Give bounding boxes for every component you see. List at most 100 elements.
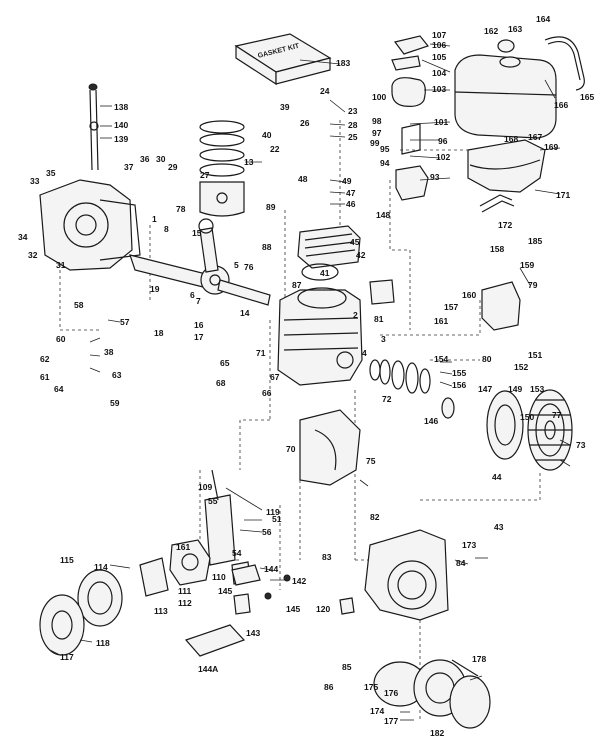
carburetor: [169, 539, 211, 586]
callout-70: 70: [286, 444, 296, 454]
callout-65: 65: [220, 358, 230, 368]
callout-2: 2: [353, 310, 358, 320]
callout-55: 55: [208, 496, 218, 506]
callout-59: 59: [110, 398, 120, 408]
callout-177: 177: [384, 716, 398, 726]
blower-housing-top: [467, 139, 546, 193]
callout-45: 45: [350, 237, 360, 247]
callout-110: 110: [212, 572, 226, 582]
air-shroud: [299, 409, 361, 486]
callout-114: 114: [94, 562, 108, 572]
callout-8: 8: [164, 224, 169, 234]
callout-155: 155: [452, 368, 466, 378]
callout-138: 138: [114, 102, 128, 112]
piston: [199, 181, 245, 217]
throttle-bracket: [231, 564, 261, 586]
callout-104: 104: [432, 68, 446, 78]
callout-101: 101: [434, 117, 448, 127]
callout-83: 83: [322, 552, 332, 562]
callout-24: 24: [320, 86, 330, 96]
callout-67: 67: [270, 372, 280, 382]
callout-140: 140: [114, 120, 128, 130]
callout-22: 22: [270, 144, 280, 154]
callout-28: 28: [348, 120, 358, 130]
callout-163: 163: [508, 24, 522, 34]
callout-162: 162: [484, 26, 498, 36]
callout-165: 165: [580, 92, 594, 102]
crankcase-cover: [39, 179, 141, 271]
callout-6: 6: [190, 290, 195, 300]
callout-98: 98: [372, 116, 382, 126]
callout-57: 57: [120, 317, 130, 327]
callout-60: 60: [56, 334, 66, 344]
fuel-tank: [454, 39, 557, 139]
callout-4: 4: [362, 348, 367, 358]
callout-33: 33: [30, 176, 40, 186]
ignition-coil: [481, 281, 521, 331]
callout-139: 139: [114, 134, 128, 144]
recoil-starter: [373, 659, 491, 729]
callout-29: 29: [168, 162, 178, 172]
callout-35: 35: [46, 168, 56, 178]
callout-42: 42: [356, 250, 366, 260]
callout-77: 77: [552, 410, 562, 420]
callout-56: 56: [262, 527, 272, 537]
callout-94: 94: [380, 158, 390, 168]
callout-96: 96: [438, 136, 448, 146]
connecting-rod: [199, 227, 219, 273]
callout-154: 154: [434, 354, 448, 364]
cylinder-head: [297, 225, 361, 269]
callout-145b: 145: [286, 604, 300, 614]
callout-61: 61: [40, 372, 50, 382]
callout-17: 17: [194, 332, 204, 342]
callout-150: 150: [520, 412, 534, 422]
callout-153: 153: [530, 384, 544, 394]
fuel-line: [479, 194, 513, 207]
callout-100: 100: [372, 92, 386, 102]
washer: [441, 397, 455, 419]
instruction-card: [184, 624, 246, 657]
tank-strap: [544, 36, 585, 91]
callout-58: 58: [74, 300, 84, 310]
callout-178: 178: [472, 654, 486, 664]
callout-26: 26: [300, 118, 310, 128]
callout-156: 156: [452, 380, 466, 390]
callout-51: 51: [272, 514, 282, 524]
callout-105: 105: [432, 52, 446, 62]
callout-63: 63: [112, 370, 122, 380]
callout-36: 36: [140, 154, 150, 164]
callout-161b: 161: [176, 542, 190, 552]
callout-161: 161: [434, 316, 448, 326]
callout-76: 76: [244, 262, 254, 272]
callout-106: 106: [432, 40, 446, 50]
callout-7: 7: [196, 296, 201, 306]
callout-71: 71: [256, 348, 266, 358]
gasket-kit-box: GASKET KIT: [234, 33, 332, 86]
magneto-ring: [486, 390, 524, 460]
callout-182: 182: [430, 728, 444, 738]
cover-plate: [369, 279, 395, 305]
callout-144: 144: [264, 564, 278, 574]
callout-labels: 1 2 3 4 5 6 7 8 13 14 15 16 17 18 19 22 …: [18, 14, 594, 738]
callout-93: 93: [430, 172, 440, 182]
callout-68: 68: [216, 378, 226, 388]
callout-88: 88: [262, 242, 272, 252]
callout-103: 103: [432, 84, 446, 94]
callout-145: 145: [218, 586, 232, 596]
callout-3: 3: [381, 334, 386, 344]
callout-87: 87: [292, 280, 302, 290]
callout-80: 80: [482, 354, 492, 364]
callout-82: 82: [370, 512, 380, 522]
callout-34: 34: [18, 232, 28, 242]
callout-5: 5: [234, 260, 239, 270]
air-filter-cover: [39, 594, 85, 656]
callout-47: 47: [346, 188, 356, 198]
callout-73: 73: [576, 440, 586, 450]
callout-149: 149: [508, 384, 522, 394]
callout-30: 30: [156, 154, 166, 164]
callout-146: 146: [424, 416, 438, 426]
callout-158: 158: [490, 244, 504, 254]
callout-176: 176: [384, 688, 398, 698]
callout-72: 72: [382, 394, 392, 404]
callout-119: 119: [266, 507, 280, 517]
